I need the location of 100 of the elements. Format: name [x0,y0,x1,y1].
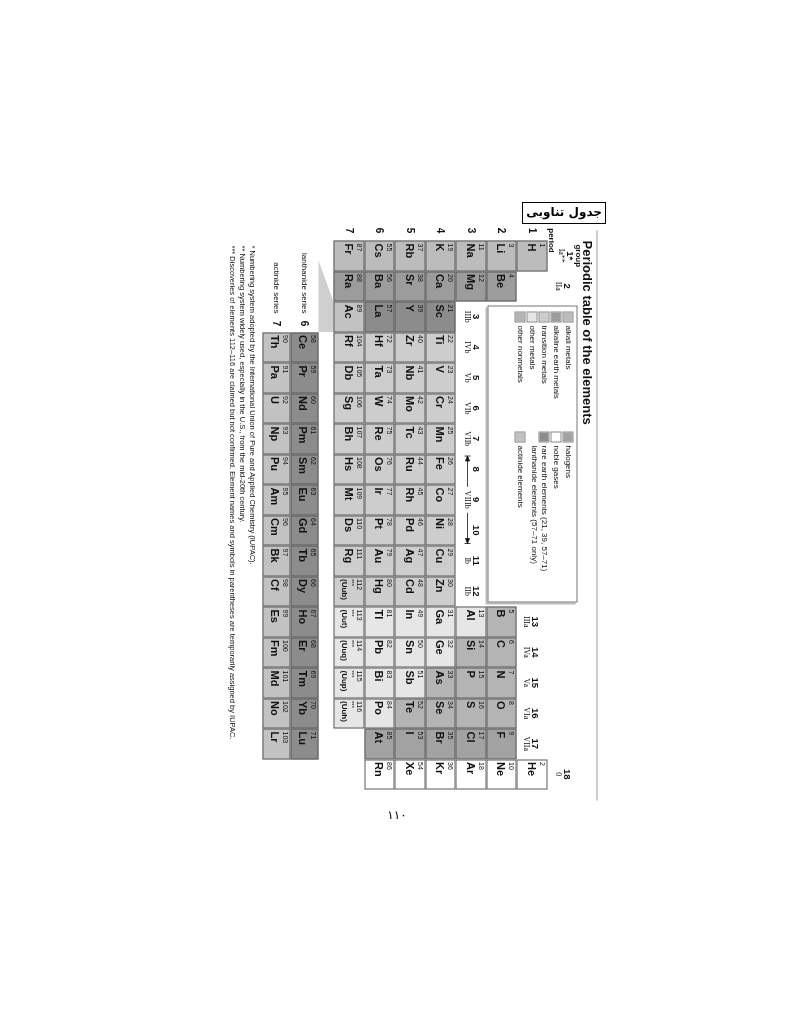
element-cell [334,575,365,606]
element-cell [290,392,319,423]
element-cell [364,240,395,271]
element-cell [456,606,487,637]
element-symbol: Ni [433,517,446,531]
element-cell [425,514,456,545]
element-symbol: V [433,365,446,375]
period-number: 5 [404,227,416,233]
element-cell [425,270,456,301]
element-cell [364,331,395,362]
element-symbol: La [372,304,385,320]
group-numeral: VIIa [522,735,531,751]
element-cell [334,301,365,332]
element-cell [395,362,426,393]
group-number: 6 [471,405,482,411]
element-cell [334,606,365,637]
element-symbol: Bh [341,426,355,443]
legend-label: other metals [527,325,537,370]
group-number: 11 [471,555,482,566]
element-symbol: Mo [402,395,416,414]
element-symbol: Mg [463,273,477,292]
group-numeral: VIb [463,401,472,414]
element-cell [395,331,426,362]
element-cell [395,667,426,698]
element-symbol: Cl [463,731,477,744]
element-symbol: Bk [267,548,281,565]
element-symbol: Ca [433,273,446,291]
element-symbol: Es [267,609,281,625]
element-symbol: Gd [295,517,309,535]
page-number: ۱۱۰ [387,808,407,822]
group-number: 14 [530,646,541,658]
element-cell [290,667,319,698]
group-numeral: IVb [463,340,472,353]
element-cell [395,514,426,545]
element-symbol: Cr [433,395,446,410]
element-symbol: Cs [372,243,385,260]
element-cell [290,484,319,515]
element-cell [425,362,456,393]
group-number: 4 [471,344,482,350]
element-cell [262,575,291,606]
element-cell [262,392,291,423]
element-cell [364,362,395,393]
group-numeral: IIb [463,586,472,596]
element-cell [364,575,395,606]
element-symbol: Pu [267,456,281,473]
legend-label: noble gases [551,445,561,489]
element-symbol: Ra [341,273,355,291]
element-cell [290,331,319,362]
element-symbol: Mt [341,487,355,503]
element-symbol: (Uut) [339,609,349,630]
element-cell [425,301,456,332]
element-cell [262,606,291,637]
group-numeral: Ia** [557,248,567,263]
element-symbol: Ar [463,761,477,776]
element-symbol: Pa [267,365,281,381]
element-symbol: As [433,670,446,687]
element-symbol: Lr [267,731,281,745]
element-cell [334,423,365,454]
element-cell [364,453,395,484]
group-number: 8 [471,466,482,472]
element-cell [395,636,426,667]
element-symbol: (Uuq) [339,639,349,663]
element-symbol: Sm [295,456,309,476]
period-number: 7 [343,227,355,233]
element-cell [290,636,319,667]
element-cell [364,545,395,576]
element-cell [334,331,365,362]
element-symbol: Cu [433,548,446,565]
element-cell [395,697,426,728]
element-cell [364,606,395,637]
element-cell [395,728,426,759]
group-number: 16 [530,707,541,719]
element-symbol: Al [463,609,477,622]
element-cell [395,392,426,423]
element-cell [290,575,319,606]
element-symbol: Nb [402,365,416,382]
element-cell [364,301,395,332]
element-cell [262,453,291,484]
element-cell [425,636,456,667]
element-cell [517,758,548,789]
element-symbol: B [494,609,507,619]
element-symbol: Tl [372,609,385,621]
element-symbol: Ru [402,456,416,474]
period-number: 6 [374,227,386,233]
element-symbol: Po [372,700,385,717]
group-numeral: IIIb [463,310,472,323]
element-cell [425,453,456,484]
group-number: 9 [471,496,482,502]
element-symbol: Pm [295,426,309,446]
group-numeral: VIIIb [463,490,472,509]
element-symbol: No [267,700,281,718]
element-cell [364,728,395,759]
element-cell [425,758,456,789]
element-cell [262,636,291,667]
element-cell [425,484,456,515]
element-cell [425,240,456,271]
element-symbol: He [524,761,538,778]
element-symbol: Y [402,304,416,314]
group-number: 7 [471,435,482,441]
element-cell [486,240,517,271]
